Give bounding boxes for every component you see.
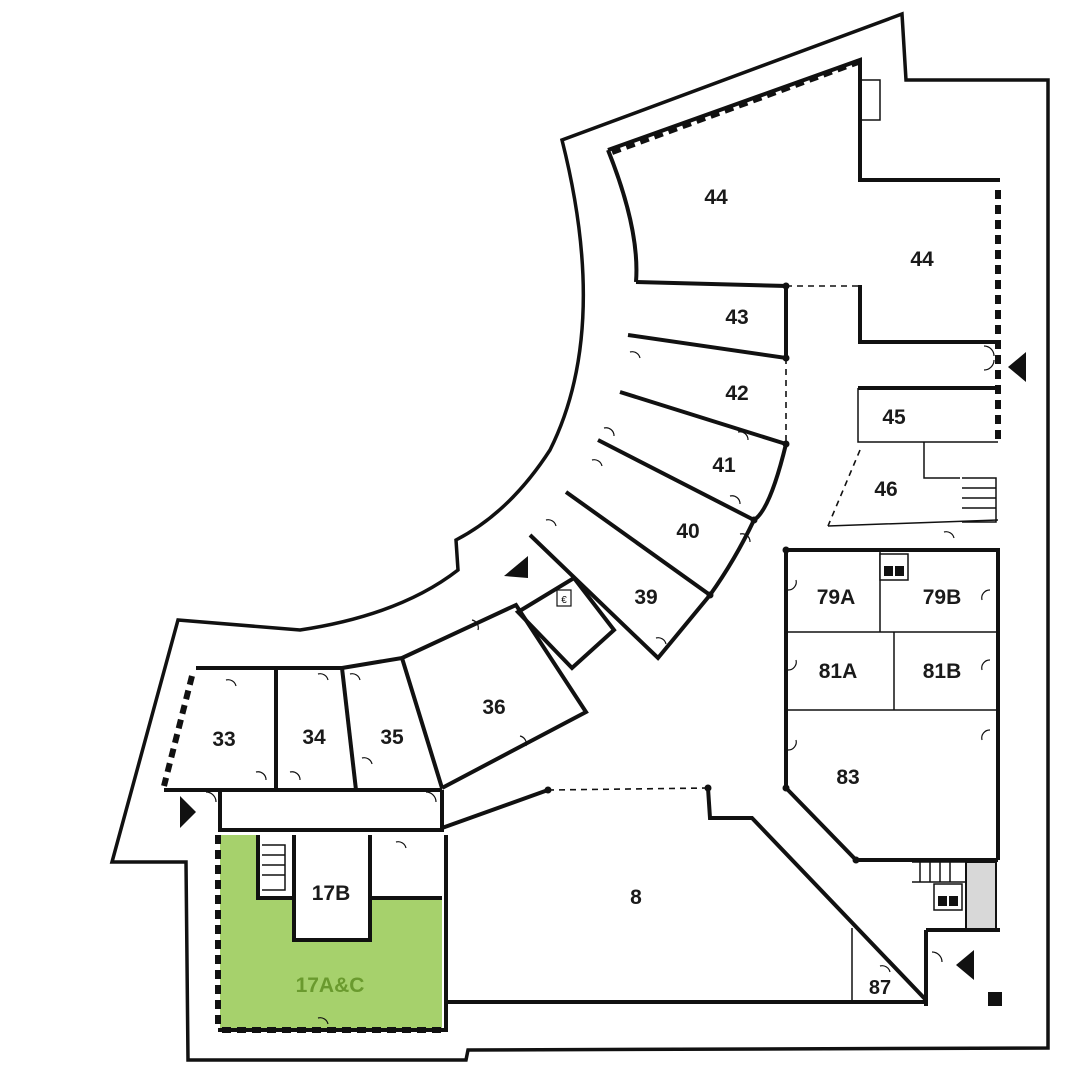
wall-79-block xyxy=(786,548,1000,860)
wall-nodes xyxy=(544,282,860,864)
wall-17-bottom xyxy=(218,835,448,1032)
wall-46 xyxy=(827,442,999,527)
wall-atm-room xyxy=(514,575,617,671)
wall-8-left xyxy=(441,788,549,830)
corridor-inner-wall xyxy=(607,57,1000,182)
wall-35 xyxy=(341,655,444,789)
wall-40-39 xyxy=(564,490,712,597)
room-label-81B[interactable]: 81B xyxy=(923,660,962,683)
dash-46 xyxy=(827,449,861,527)
wall-87-block xyxy=(924,928,1000,1006)
room-label-46[interactable]: 46 xyxy=(874,478,897,501)
elevator-icon xyxy=(933,883,963,911)
room-label-34[interactable]: 34 xyxy=(302,726,326,749)
wall-8-right xyxy=(706,787,928,1002)
wall-41-40 xyxy=(597,438,755,522)
room-label-33[interactable]: 33 xyxy=(212,728,235,751)
room-label-8[interactable]: 8 xyxy=(630,886,642,909)
building-outline xyxy=(109,11,1050,1062)
room-label-36[interactable]: 36 xyxy=(482,696,505,719)
room-label-41[interactable]: 41 xyxy=(712,454,736,477)
room-label-44b[interactable]: 44 xyxy=(910,248,934,271)
room-label-87[interactable]: 87 xyxy=(869,977,891,999)
stair-top xyxy=(860,79,881,121)
stair-46 xyxy=(962,477,997,523)
doors xyxy=(205,345,995,1025)
wall-42-41 xyxy=(619,390,787,446)
dash-8-top xyxy=(547,787,709,791)
wall-39-front xyxy=(528,533,712,661)
window-33 xyxy=(161,675,195,787)
wall-79-left xyxy=(784,550,998,862)
stair-17 xyxy=(262,844,286,891)
wall-34-35 xyxy=(340,667,358,791)
room-label-83[interactable]: 83 xyxy=(836,766,859,789)
room-label-45[interactable]: 45 xyxy=(882,406,906,429)
stair-lower xyxy=(912,861,967,883)
window-band-44 xyxy=(610,59,860,155)
wall-43-42 xyxy=(627,280,788,361)
room-label-40[interactable]: 40 xyxy=(676,520,699,543)
entrance-arrow-icon xyxy=(956,950,974,980)
wall-44-left xyxy=(606,149,639,283)
wall-corridor-17 xyxy=(218,790,444,832)
entrance-arrow-icon xyxy=(504,556,528,578)
marker-square xyxy=(988,992,1002,1006)
room-label-39[interactable]: 39 xyxy=(634,586,657,609)
room-label-43[interactable]: 43 xyxy=(725,306,748,329)
wall-17-inner xyxy=(256,835,442,900)
wall-36 xyxy=(401,602,589,790)
entrance-arrow-icon xyxy=(1008,352,1026,382)
entrance-arrow-icon xyxy=(180,796,196,828)
room-label-17B[interactable]: 17B xyxy=(312,882,351,905)
room-17AC-fill xyxy=(220,835,442,1028)
room-label-42[interactable]: 42 xyxy=(725,382,748,405)
room-label-44a[interactable]: 44 xyxy=(704,186,728,209)
room-label-79B[interactable]: 79B xyxy=(923,586,962,609)
wall-44b-bottom xyxy=(858,285,998,344)
room-label-79A[interactable]: 79A xyxy=(817,586,856,609)
svg-text:€: € xyxy=(561,595,567,606)
room-label-81A[interactable]: 81A xyxy=(819,660,858,683)
wall-17B xyxy=(292,835,372,942)
atm-icon: € xyxy=(556,589,572,607)
room-label-35[interactable]: 35 xyxy=(380,726,404,749)
room-label-17AC[interactable]: 17A&C xyxy=(296,974,365,997)
wall-81-mid xyxy=(786,632,998,711)
service-block xyxy=(965,861,997,931)
wall-45-bottom xyxy=(857,388,998,443)
elevator-icon xyxy=(879,553,909,581)
